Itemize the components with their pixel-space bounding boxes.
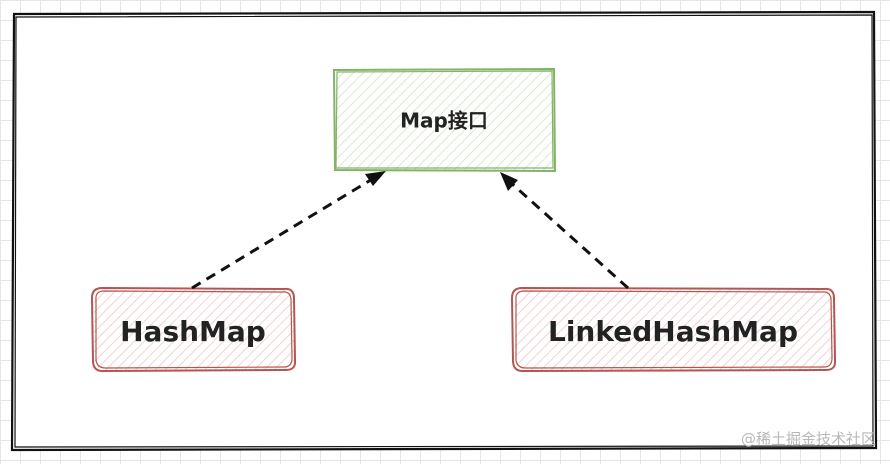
hashmap-label: HashMap [120, 315, 266, 348]
hashmap-node[interactable]: HashMap [90, 286, 297, 373]
linkedhashmap-node[interactable]: LinkedHashMap [510, 286, 837, 373]
map-interface-node[interactable]: Map接口 [332, 67, 557, 173]
edge-linkedhashmap-to-map [500, 172, 630, 290]
arrowhead-icon [500, 172, 518, 191]
linkedhashmap-label: LinkedHashMap [548, 315, 798, 348]
watermark-text: @稀土掘金技术社区 [741, 430, 876, 448]
arrowhead-icon [365, 171, 386, 186]
map-interface-label: Map接口 [400, 109, 488, 133]
edge-hashmap-to-map [191, 171, 386, 290]
